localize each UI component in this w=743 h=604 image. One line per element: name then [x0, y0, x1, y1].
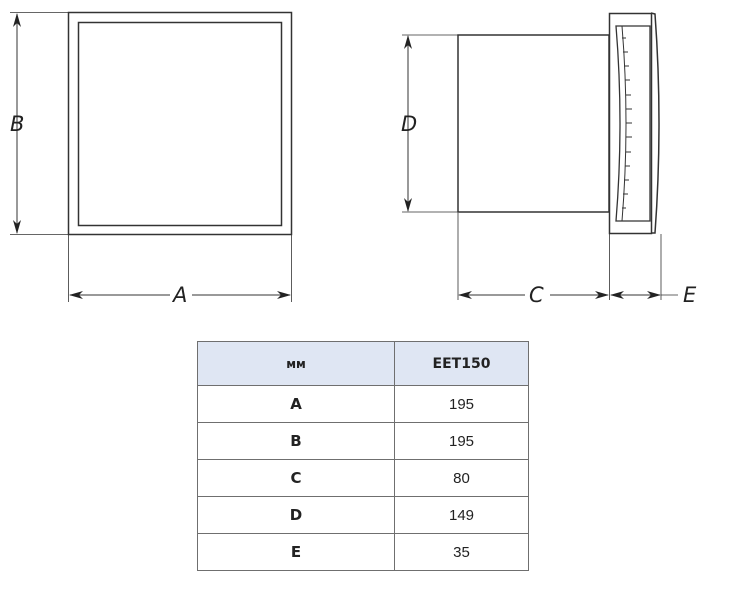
dimension-key: A — [197, 385, 395, 423]
label-A: A — [171, 283, 187, 307]
grille-ticks — [622, 37, 632, 209]
label-E: E — [683, 283, 697, 307]
header-model: EET150 — [394, 341, 529, 386]
dimension-key: C — [197, 459, 395, 497]
dimension-value: 80 — [394, 459, 529, 497]
side-view — [402, 12, 678, 300]
dimension-value: 195 — [394, 385, 529, 423]
dimension-value: 195 — [394, 422, 529, 460]
table-header-row: мм EET150 — [197, 341, 529, 386]
label-C: C — [529, 283, 544, 307]
dimension-value: 35 — [394, 533, 529, 571]
dimension-key: B — [197, 422, 395, 460]
dimension-value: 149 — [394, 496, 529, 534]
dimension-key: D — [197, 496, 395, 534]
dimension-drawing: B A D C E — [10, 11, 697, 307]
header-unit: мм — [197, 341, 395, 386]
label-B: B — [10, 112, 24, 136]
front-view — [10, 11, 293, 302]
dimension-key: E — [197, 533, 395, 571]
label-D: D — [401, 112, 417, 136]
